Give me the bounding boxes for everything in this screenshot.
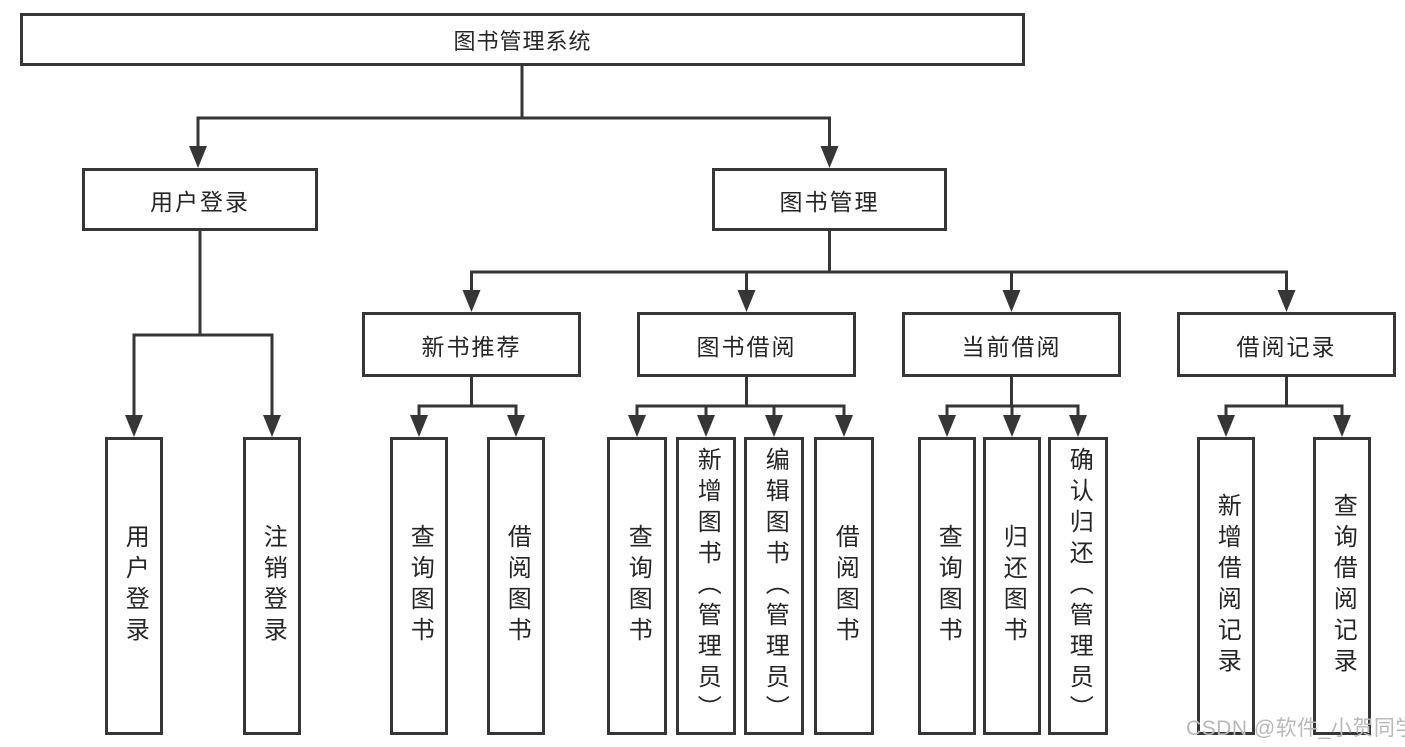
node-borrowing-records: 借阅记录 [1177, 312, 1396, 377]
leaf-return-book: 归还图书 [983, 437, 1041, 735]
leaf-label: 确认归还（管理员） [1065, 446, 1093, 726]
leaf-query-books-recommend: 查询图书 [390, 437, 448, 735]
leaf-query-books-borrow: 查询图书 [607, 437, 667, 735]
leaf-label: 用户登录 [121, 524, 149, 648]
leaf-label: 查询借阅记录 [1329, 493, 1357, 679]
node-label: 当前借阅 [961, 333, 1062, 360]
node-label: 新书推荐 [421, 333, 522, 360]
leaf-logout: 注销登录 [243, 437, 301, 735]
leaf-label: 借阅图书 [831, 524, 859, 648]
node-book-borrowing: 图书借阅 [637, 312, 856, 377]
leaf-edit-book-admin: 编辑图书（管理员） [744, 437, 804, 735]
node-label: 用户登录 [150, 188, 250, 215]
leaf-label: 注销登录 [259, 524, 287, 648]
leaf-label: 查询图书 [624, 524, 652, 648]
leaf-borrow-books: 借阅图书 [814, 437, 874, 735]
node-current-borrowing: 当前借阅 [902, 312, 1121, 377]
leaf-confirm-return-admin: 确认归还（管理员） [1048, 437, 1108, 735]
node-label: 图书借阅 [696, 333, 797, 360]
node-user-login: 用户登录 [82, 168, 318, 231]
leaf-label: 查询图书 [934, 524, 962, 648]
csdn-watermark: CSDN @软件_小贺同学 [1186, 717, 1405, 740]
leaf-add-borrow-record: 新增借阅记录 [1197, 437, 1255, 735]
leaf-label: 新增借阅记录 [1213, 493, 1241, 679]
leaf-borrow-books-recommend: 借阅图书 [487, 437, 545, 735]
leaf-label: 借阅图书 [503, 524, 531, 648]
leaf-query-books-current: 查询图书 [918, 437, 976, 735]
leaf-label: 新增图书（管理员） [693, 446, 721, 726]
node-library-management-system: 图书管理系统 [20, 13, 1025, 66]
node-book-management: 图书管理 [712, 168, 947, 231]
node-label: 图书管理系统 [453, 28, 592, 54]
leaf-label: 归还图书 [999, 524, 1027, 648]
node-label: 图书管理 [779, 188, 880, 215]
leaf-add-book-admin: 新增图书（管理员） [676, 437, 736, 735]
leaf-label: 查询图书 [406, 524, 434, 648]
leaf-user-login: 用户登录 [105, 437, 163, 735]
node-new-book-recommendation: 新书推荐 [362, 312, 581, 377]
leaf-query-borrow-record: 查询借阅记录 [1313, 437, 1371, 735]
node-label: 借阅记录 [1236, 333, 1337, 360]
leaf-label: 编辑图书（管理员） [761, 446, 789, 726]
